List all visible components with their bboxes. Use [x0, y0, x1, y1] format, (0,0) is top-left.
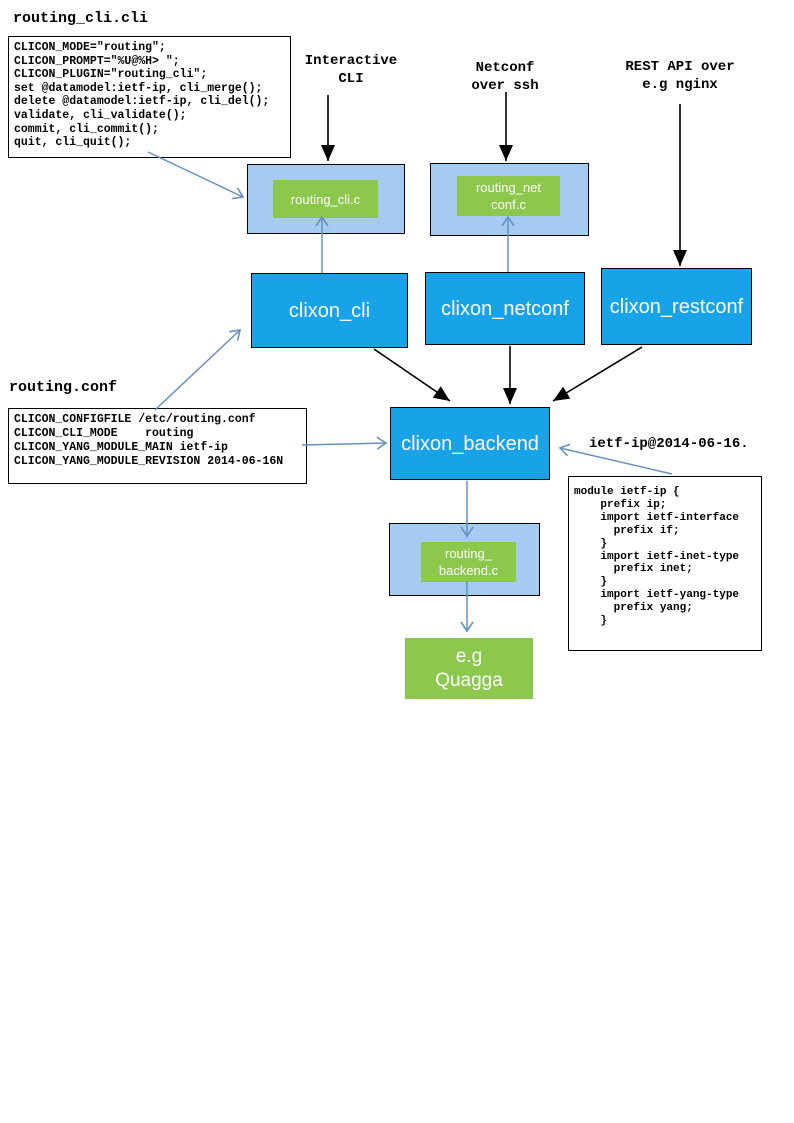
clixon-restconf-node: clixon_restconf — [601, 268, 752, 345]
routing-backend-plugin-node: routing_ backend.c — [421, 542, 516, 582]
quagga-node: e.g Quagga — [405, 638, 533, 699]
conf-file-code: CLICON_CONFIGFILE /etc/routing.conf CLIC… — [8, 408, 307, 484]
yang-module-code: module ietf-ip { prefix ip; import ietf-… — [568, 476, 762, 651]
routing-cli-plugin-container: routing_cli.c — [247, 164, 405, 234]
arrow-cli-to-backend — [373, 348, 451, 402]
rest-api-label: REST API over e.g nginx — [625, 59, 735, 93]
routing-cli-plugin-node: routing_cli.c — [273, 180, 378, 218]
cli-file-title: routing_cli.cli — [13, 10, 149, 27]
arrow-restconf-to-backend — [552, 346, 643, 402]
clixon-cli-node: clixon_cli — [251, 273, 408, 348]
clixon-netconf-node: clixon_netconf — [425, 272, 585, 345]
arrow-conf-to-clixon-cli — [154, 329, 242, 411]
interactive-cli-label: Interactive CLI — [304, 53, 398, 87]
cli-file-code: CLICON_MODE="routing"; CLICON_PROMPT="%U… — [8, 36, 291, 158]
arrow-clifile-to-cli-plugin — [147, 151, 245, 200]
arrow-conf-to-backend — [301, 436, 388, 450]
routing-backend-plugin-container: routing_ backend.c — [389, 523, 540, 596]
yang-file-title: ietf-ip@2014-06-16. — [589, 436, 749, 452]
routing-netconf-plugin-node: routing_net conf.c — [457, 176, 560, 216]
routing-netconf-plugin-container: routing_net conf.c — [430, 163, 589, 236]
conf-file-title: routing.conf — [9, 379, 118, 396]
netconf-over-ssh-label: Netconf over ssh — [471, 60, 539, 94]
clixon-backend-node: clixon_backend — [390, 407, 550, 480]
